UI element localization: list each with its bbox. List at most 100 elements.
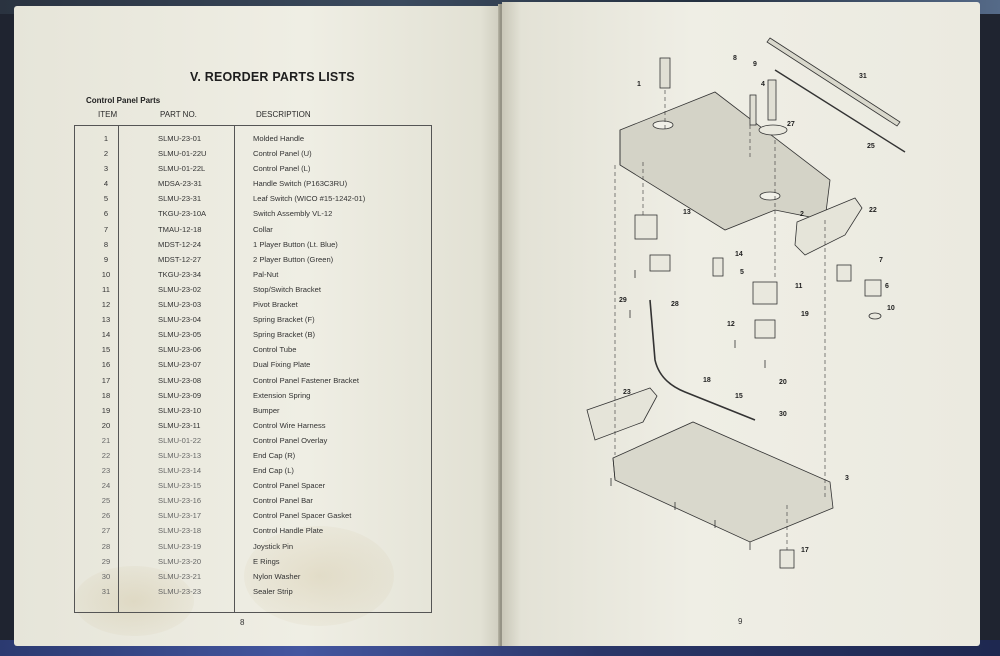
upper-control-panel-part [619,91,831,231]
part-number-cell: SLMU-23-21 [158,571,202,581]
description-cell: End Cap (R) [253,450,296,460]
part-number-cell: SLMU-23-07 [158,360,202,370]
description-cell: Control Panel Spacer Gasket [253,511,352,521]
part-number-cell: SLMU-01-22U [158,149,207,159]
item-number-cell: 12 [101,300,111,310]
description-cell: Bumper [253,405,280,415]
part-number-cell: SLMU-23-11 [158,420,201,430]
part-number-cell: SLMU-01-22 [158,435,202,445]
part-number-cell: MDST-12-24 [158,239,202,249]
item-number-cell: 20 [101,420,111,430]
part-number-cell: SLMU-23-01 [158,134,202,143]
section-label: Control Panel Parts [86,96,161,105]
description-cell: Control Wire Harness [253,420,326,430]
table-row: 31 SLMU-23-23 Sealer Strip [74,587,432,602]
callout-label: 27 [787,121,795,128]
table-row: 20 SLMU-23-11 Control Wire Harness [74,421,432,436]
description-cell: Stop/Switch Bracket [253,284,321,294]
item-number-cell: 26 [101,511,111,521]
callout-label: 12 [727,321,735,328]
table-row: 9 MDST-12-27 2 Player Button (Green) [74,255,432,270]
part-number-cell: MDSA-23-31 [158,179,202,189]
description-cell: 1 Player Button (Lt. Blue) [253,239,338,249]
page-stain [244,526,394,626]
switch-assembly-part [864,279,882,297]
callout-label: 13 [683,209,691,216]
part-number-cell: TKGU-23-34 [158,269,202,279]
item-number-cell: 23 [101,466,111,476]
item-number-cell: 29 [101,556,111,566]
item-number-cell: 4 [103,179,109,189]
part-number-cell: MDST-12-27 [158,254,202,264]
callout-label: 5 [740,269,744,276]
parts-table [74,125,432,613]
pivot-bracket-part [754,319,776,339]
description-cell: Control Panel (L) [253,164,311,174]
sealer-strip-part [766,37,901,127]
part-number-cell: SLMU-23-06 [158,345,202,355]
callout-label: 22 [869,207,877,214]
description-cell: Control Panel Overlay [253,435,328,445]
item-number-cell: 31 [101,586,111,596]
description-cell: Control Panel Fastener Bracket [253,375,359,385]
callout-label: 17 [801,547,809,554]
description-cell: Control Panel (U) [253,149,312,159]
fastener-bracket-part [779,549,795,569]
right-page [502,2,980,646]
item-number-cell: 16 [101,360,111,370]
stop-switch-bracket-part [752,281,778,305]
item-number-cell: 14 [101,330,111,340]
callout-label: 1 [637,81,641,88]
callout-label: 10 [887,305,895,312]
callout-label: 3 [845,475,849,482]
callout-label: 25 [867,143,875,150]
callout-label: 23 [623,389,631,396]
control-handle-plate-part [758,124,788,136]
description-cell: 2 Player Button (Green) [253,254,334,264]
description-cell: Control Tube [253,345,297,355]
item-number-cell: 9 [103,254,109,264]
part-number-cell: SLMU-23-10 [158,405,202,415]
spring-bracket-front-part [634,214,658,240]
exploded-parts-diagram: 1234567891011121314151718192022232527282… [586,37,906,569]
item-number-cell: 5 [103,194,109,204]
part-number-cell: SLMU-23-13 [158,450,202,460]
callout-label: 30 [779,411,787,418]
item-number-cell: 10 [101,269,111,279]
description-cell: Sealer Strip [253,586,293,596]
lower-control-panel-part [612,421,834,543]
control-tube-part [649,299,756,421]
table-row: 4 MDSA-23-31 Handle Switch (P163C3RU) [74,179,432,194]
description-cell: Handle Switch (P163C3RU) [253,179,348,189]
description-cell: Spring Bracket (F) [253,315,315,325]
item-number-cell: 21 [101,435,111,445]
page-number-right: 9 [738,617,743,626]
page-title: V. REORDER PARTS LISTS [190,70,355,84]
part-number-cell: SLMU-23-31 [158,194,202,204]
description-cell: Control Panel Bar [253,496,313,506]
part-number-cell: SLMU-23-02 [158,284,202,294]
book-gutter [498,4,504,646]
item-number-cell: 6 [103,209,109,219]
part-number-cell: SLMU-23-18 [158,526,202,536]
table-divider [234,125,235,613]
part-number-cell: SLMU-23-23 [158,586,202,596]
item-number-cell: 2 [103,149,109,159]
